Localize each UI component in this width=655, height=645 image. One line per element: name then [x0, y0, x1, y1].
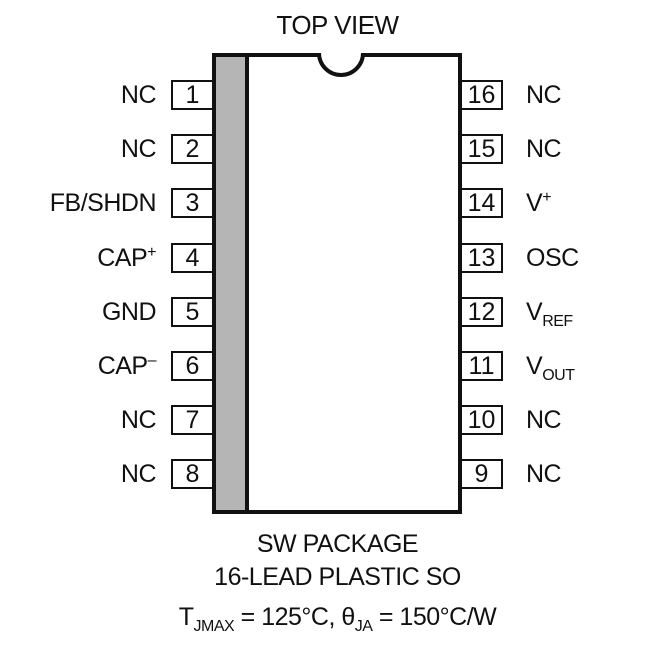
pin-label-subscript: OUT: [542, 367, 575, 384]
pin-label-text: OSC: [526, 244, 579, 272]
pin-label-text: GND: [101, 298, 157, 326]
pin-label-text: V: [526, 352, 543, 380]
thermal-spec: TJMAX = 125°C, θJA = 150°C/W: [0, 603, 655, 635]
pin-label-text: V: [526, 298, 543, 326]
theta-ja-subscript: JA: [354, 618, 373, 635]
pin-label-4: CAP+: [97, 243, 156, 273]
pin-14: 14: [462, 188, 503, 218]
orientation-notch: [317, 53, 365, 79]
pin-label-superscript: +: [147, 244, 156, 261]
tjmax-subscript: JMAX: [193, 618, 235, 635]
pin-5: 5: [171, 297, 212, 327]
pin-label-text: V: [526, 189, 543, 217]
pin-4: 4: [171, 243, 212, 273]
pin-10: 10: [462, 405, 503, 435]
package-description: 16-LEAD PLASTIC SO: [214, 563, 461, 591]
tjmax-value: = 125°C,: [234, 603, 342, 631]
pin-12: 12: [462, 297, 503, 327]
pin-2: 2: [171, 134, 212, 164]
pin-15: 15: [462, 134, 503, 164]
pin-label-text: NC: [526, 406, 562, 434]
theta-ja-value: = 150°C/W: [372, 603, 497, 631]
pin-3: 3: [171, 188, 212, 218]
pin-11: 11: [462, 351, 503, 381]
pin-label-15: NC: [526, 134, 562, 164]
pin-label-5: GND: [101, 297, 157, 327]
pin-label-text: NC: [120, 406, 157, 434]
pin-9: 9: [462, 459, 503, 489]
pin-label-8: NC: [120, 459, 157, 489]
pin-label-superscript: +: [542, 189, 552, 206]
pin1-indicator-stripe: [216, 57, 249, 510]
package-name: SW PACKAGE: [256, 530, 419, 558]
pin-16: 16: [462, 80, 503, 110]
pin-label-9: NC: [526, 459, 562, 489]
pin-label-text: NC: [120, 81, 157, 109]
pin-13: 13: [462, 243, 503, 273]
pin-label-11: VOUT: [526, 351, 575, 384]
diagram-title: TOP VIEW: [276, 10, 399, 40]
pin-8: 8: [171, 459, 212, 489]
pin-label-text: NC: [526, 135, 562, 163]
pin-label-subscript: REF: [542, 313, 573, 330]
pin-label-1: NC: [120, 80, 157, 110]
pin-label-text: NC: [526, 460, 562, 488]
pin-label-12: VREF: [526, 297, 573, 330]
pin-6: 6: [171, 351, 212, 381]
pin-label-16: NC: [526, 80, 562, 110]
pin-label-10: NC: [526, 405, 562, 435]
pin-label-14: V+: [526, 188, 552, 218]
pin-label-text: CAP: [97, 244, 148, 272]
pin-7: 7: [171, 405, 212, 435]
pin-label-text: NC: [120, 460, 157, 488]
pin-label-text: NC: [526, 81, 562, 109]
pin-label-superscript: –: [147, 352, 157, 369]
pin-label-7: NC: [120, 405, 157, 435]
pin-label-text: FB/SHDN: [49, 189, 157, 217]
theta-ja-symbol: θ: [341, 603, 355, 631]
pin-label-6: CAP–: [97, 351, 157, 381]
tjmax-symbol: T: [178, 603, 194, 631]
pin-label-text: CAP: [97, 352, 148, 380]
pin-label-3: FB/SHDN: [49, 188, 157, 218]
ic-package-body: [212, 53, 462, 514]
pin-label-text: NC: [120, 135, 157, 163]
pin-label-13: OSC: [526, 243, 579, 273]
pin-1: 1: [171, 80, 212, 110]
pin-label-2: NC: [120, 134, 157, 164]
